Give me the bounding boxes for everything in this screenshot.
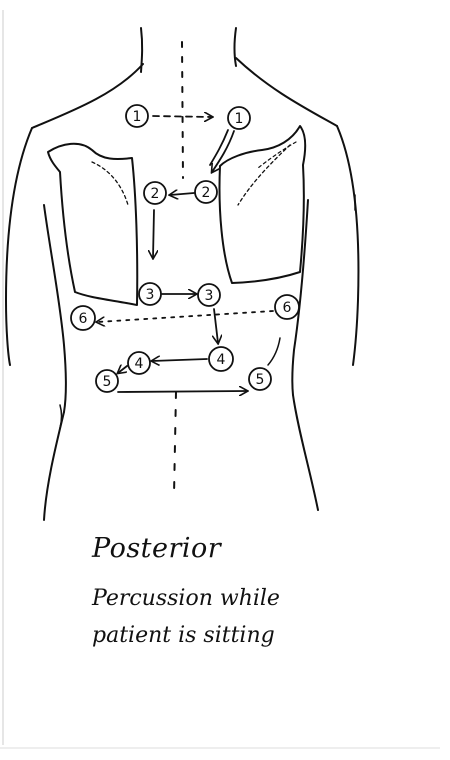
svg-text:1: 1 bbox=[133, 109, 142, 125]
marker-3-left: 3 bbox=[139, 283, 161, 305]
left-lower-mark bbox=[60, 405, 62, 428]
marker-4-right: 4 bbox=[209, 347, 233, 371]
right-arm-outline bbox=[337, 126, 358, 365]
svg-text:1: 1 bbox=[235, 111, 244, 127]
marker-3-right: 3 bbox=[198, 284, 220, 306]
arrow-1-to-2 bbox=[212, 131, 234, 172]
right-lower-mark bbox=[268, 338, 280, 365]
left-arm-outline bbox=[6, 128, 32, 365]
caption-title: Posterior bbox=[92, 533, 221, 564]
arrow-4-to-5 bbox=[118, 366, 127, 373]
svg-text:3: 3 bbox=[205, 288, 214, 304]
svg-text:2: 2 bbox=[202, 185, 211, 201]
spine-midline-upper bbox=[182, 42, 183, 178]
marker-4-left: 4 bbox=[128, 352, 150, 374]
neck-right-outline bbox=[235, 28, 237, 66]
arrow-6-to-6 bbox=[97, 311, 273, 322]
marker-1-left: 1 bbox=[126, 105, 148, 127]
marker-6-left: 6 bbox=[71, 306, 95, 330]
arrow-5-to-5 bbox=[118, 391, 247, 392]
arrow-2-to-2 bbox=[170, 193, 194, 195]
right-scapula bbox=[220, 126, 306, 283]
marker-1-right: 1 bbox=[228, 107, 250, 129]
caption-line-2: Percussion while bbox=[92, 586, 280, 611]
svg-text:5: 5 bbox=[103, 374, 112, 390]
svg-text:4: 4 bbox=[217, 352, 226, 368]
left-scapula bbox=[48, 144, 137, 305]
svg-text:6: 6 bbox=[283, 300, 292, 316]
arrow-4-to-4 bbox=[152, 359, 207, 361]
marker-5-right: 5 bbox=[249, 368, 271, 390]
svg-text:6: 6 bbox=[79, 311, 88, 327]
torso-lower-left-outline bbox=[44, 412, 64, 520]
svg-text:3: 3 bbox=[146, 287, 155, 303]
torso-left-outline bbox=[44, 205, 66, 412]
left-scapula-spine bbox=[92, 162, 128, 205]
torso-lower-right-outline bbox=[293, 395, 318, 510]
marker-6-right: 6 bbox=[275, 295, 299, 319]
marker-2-left: 2 bbox=[144, 182, 166, 204]
marker-2-right: 2 bbox=[195, 181, 217, 203]
svg-text:5: 5 bbox=[256, 372, 265, 388]
marker-5-left: 5 bbox=[96, 370, 118, 392]
arrow-2-to-3 bbox=[153, 210, 154, 258]
right-shoulder-outline bbox=[236, 58, 337, 126]
svg-text:2: 2 bbox=[151, 186, 160, 202]
caption-line-3: patient is sitting bbox=[92, 623, 275, 648]
spine-midline-lower bbox=[174, 392, 176, 495]
svg-text:4: 4 bbox=[135, 356, 144, 372]
